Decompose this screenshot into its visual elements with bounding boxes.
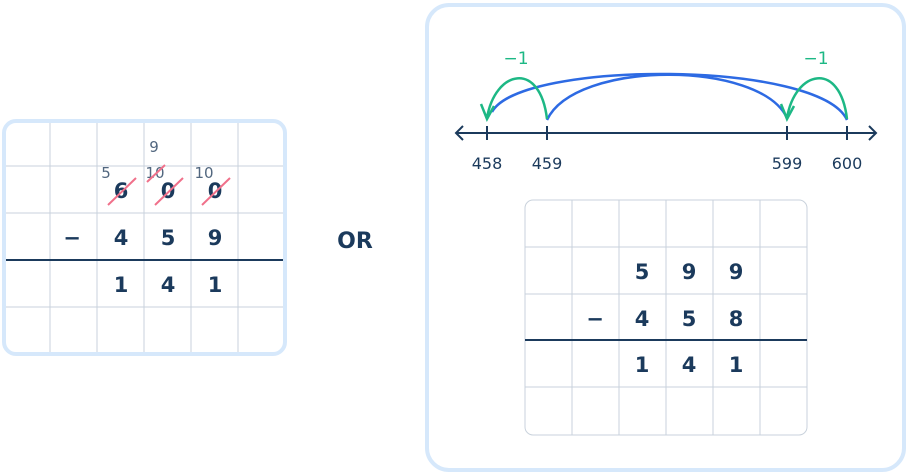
minus-sign: − [63, 226, 81, 250]
minuend-digit: 9 [682, 260, 697, 284]
result-digit: 1 [635, 353, 650, 377]
jump-label: −1 [503, 49, 528, 69]
minuend-digit: 9 [729, 260, 744, 284]
or-label: OR [337, 229, 373, 254]
subtrahend-digit: 9 [208, 226, 223, 250]
minuend-digit: 0 [161, 179, 176, 203]
subtrahend-digit: 5 [161, 226, 176, 250]
borrow-tens-top: 9 [149, 138, 159, 156]
green-jump-arc [785, 77, 849, 120]
subtrahend-digit: 4 [114, 226, 129, 250]
right-column-subtraction-grid: 5 9 9 − 4 5 8 1 4 1 [524, 199, 808, 436]
result-digit: 1 [729, 353, 744, 377]
grid-lines [525, 200, 807, 435]
tick-label: 458 [472, 154, 503, 173]
minuend-digit: 0 [208, 179, 223, 203]
arrowhead-icon [779, 103, 796, 122]
result-digit: 1 [114, 273, 129, 297]
subtrahend-digit: 8 [729, 307, 744, 331]
borrow-hundreds: 5 [101, 164, 111, 182]
result-digit: 4 [161, 273, 176, 297]
subtrahend-digit: 5 [682, 307, 697, 331]
result-digit: 1 [208, 273, 223, 297]
minuend-digit: 6 [114, 179, 129, 203]
tick-label: 600 [832, 154, 863, 173]
jump-label: −1 [803, 49, 828, 69]
minuend-digit: 5 [635, 260, 650, 284]
result-digit: 4 [682, 353, 697, 377]
right-arrow-icon [868, 125, 878, 141]
strike-marks [107, 164, 231, 206]
left-arrow-icon [454, 125, 464, 141]
borrow-ones: 10 [194, 164, 213, 182]
minus-sign: − [586, 307, 604, 331]
tick-label: 599 [772, 154, 803, 173]
left-column-subtraction-grid: 5 9 10 10 6 0 0 − 4 5 9 1 4 1 [2, 119, 287, 356]
ticks [486, 126, 848, 140]
borrow-tens: 10 [145, 164, 164, 182]
arrowhead-icon [479, 103, 496, 122]
subtrahend-digit: 4 [635, 307, 650, 331]
blue-jump-arc [545, 73, 789, 121]
green-jump-arc [485, 77, 549, 120]
tick-label: 459 [532, 154, 563, 173]
number-line: 458 459 599 600 −1 −1 [454, 49, 878, 173]
grid-lines [6, 123, 283, 352]
